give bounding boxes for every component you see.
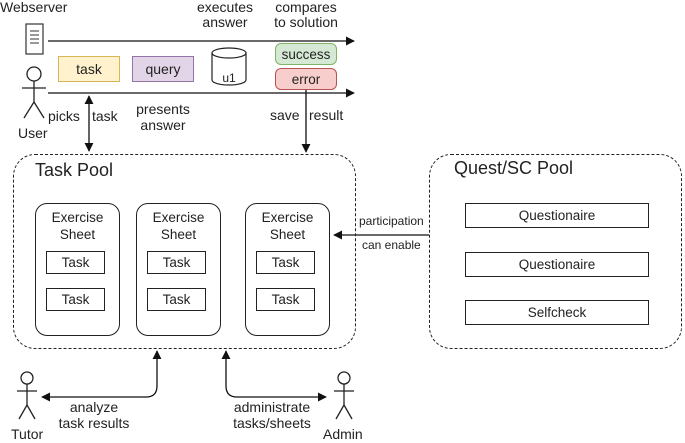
tutor-icon <box>17 371 37 420</box>
exercise-sheet-title: Exercise Sheet <box>137 209 220 243</box>
questionaire-item: Questionaire <box>465 203 649 228</box>
database-label: u1 <box>222 71 236 85</box>
admin-icon <box>334 371 354 420</box>
exercise-sheet: Exercise Sheet Task Task <box>136 203 221 336</box>
executes-label-line1: executes <box>196 0 254 15</box>
exercise-sheet-title: Exercise Sheet <box>246 209 329 243</box>
analyze-label-line2: task results <box>58 415 130 431</box>
administrate-label-line2: tasks/sheets <box>233 415 311 431</box>
analyze-arrow <box>41 350 162 402</box>
success-box: success <box>275 43 337 65</box>
questionaire-item: Questionaire <box>465 252 649 277</box>
exercise-sheet-title-line2: Sheet <box>59 227 96 242</box>
database-icon <box>211 47 247 86</box>
quest-pool: Quest/SC Pool Questionaire Questionaire … <box>429 154 682 349</box>
task-arrow-label: task <box>92 108 118 124</box>
admin-label: Admin <box>323 426 363 442</box>
picks-label: picks <box>48 108 80 124</box>
exercise-sheet-title-line1: Exercise <box>152 210 205 225</box>
quest-pool-title: Quest/SC Pool <box>454 158 574 178</box>
exercise-sheet: Exercise Sheet Task Task <box>245 203 330 336</box>
compares-label-line1: compares <box>275 0 337 15</box>
analyze-label-line1: analyze <box>69 399 119 415</box>
presents-label-line1: presents <box>136 101 190 117</box>
query-box: query <box>132 56 194 82</box>
compares-label-line2: to solution <box>274 14 338 30</box>
participation-label: participation <box>359 214 424 228</box>
error-box: error <box>275 68 337 90</box>
task-box: task <box>58 56 120 82</box>
task-item: Task <box>46 251 105 274</box>
task-item: Task <box>147 288 206 311</box>
administrate-arrow <box>221 350 327 402</box>
exercise-sheet-title-line2: Sheet <box>160 227 197 242</box>
task-pool-title: Task Pool <box>35 160 114 180</box>
executes-label-line2: answer <box>202 14 248 30</box>
can-enable-label: can enable <box>362 238 421 252</box>
task-item: Task <box>256 288 315 311</box>
exercise-sheet-title-line1: Exercise <box>261 210 314 225</box>
presents-label-line2: answer <box>140 117 186 133</box>
webserver-label: Webserver <box>0 0 68 15</box>
save-label: save <box>270 107 300 123</box>
exercise-sheet-title-line1: Exercise <box>51 210 104 225</box>
selfcheck-item: Selfcheck <box>465 300 649 325</box>
result-label: result <box>309 107 344 123</box>
user-label: User <box>18 125 48 141</box>
user-icon <box>22 66 46 119</box>
exercise-sheet-title: Exercise Sheet <box>36 209 119 243</box>
server-icon <box>25 23 44 55</box>
exercise-sheet: Exercise Sheet Task Task <box>35 203 120 336</box>
task-item: Task <box>147 251 206 274</box>
task-pool: Task Pool Exercise Sheet Task Task Exerc… <box>13 154 356 349</box>
exercise-sheet-title-line2: Sheet <box>269 227 306 242</box>
task-item: Task <box>46 288 105 311</box>
administrate-label-line1: administrate <box>233 399 311 415</box>
task-item: Task <box>256 251 315 274</box>
tutor-label: Tutor <box>11 426 44 442</box>
